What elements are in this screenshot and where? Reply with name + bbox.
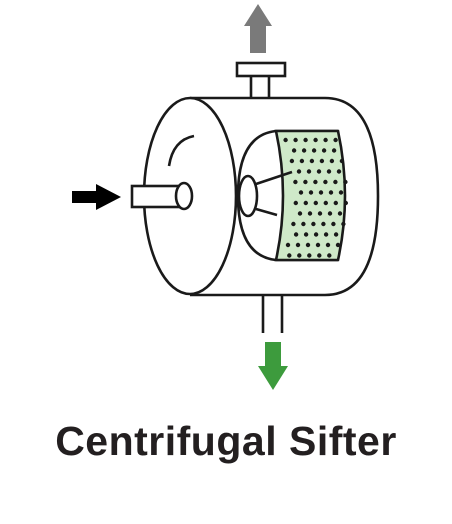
screen-dot <box>283 137 288 143</box>
inlet-pipe <box>130 181 194 211</box>
screen-dot <box>328 190 334 195</box>
screen-dot <box>333 137 338 143</box>
screen-dot <box>333 232 339 237</box>
screen-dot <box>307 211 313 216</box>
top-outlet <box>235 61 287 101</box>
screen-dot <box>323 179 328 185</box>
screen-dot <box>285 242 291 248</box>
screen-dot <box>316 169 322 174</box>
screen-dot <box>301 148 307 153</box>
screen-dot <box>313 179 318 185</box>
screen-dot <box>331 221 336 227</box>
arrow-down-icon <box>258 342 288 390</box>
screen-dot <box>331 148 337 153</box>
screen-dot <box>313 232 319 237</box>
caption-title: Centrifugal Sifter <box>55 418 397 464</box>
screen-dot <box>343 179 348 185</box>
screen-dot <box>301 221 306 227</box>
screen-dot <box>327 211 333 216</box>
screen-dot <box>337 211 343 216</box>
screen-dot <box>323 200 328 206</box>
screen-dot <box>321 148 327 153</box>
screen-dot <box>293 232 299 237</box>
screen-dot <box>317 253 322 258</box>
screen-dot <box>317 211 323 216</box>
centrifugal-sifter-icon <box>72 4 380 390</box>
screen-dot <box>323 232 329 237</box>
screen-dot <box>313 137 318 143</box>
arrow-right-icon <box>72 184 121 210</box>
screen-dot <box>303 200 308 206</box>
screen-dot <box>296 169 302 174</box>
screen-dot <box>289 158 295 164</box>
sifting-screen <box>274 129 348 262</box>
screen-dot <box>293 200 298 206</box>
bottom-outlet <box>261 295 284 333</box>
screen-dot <box>343 200 348 206</box>
screen-dot <box>297 211 303 216</box>
screen-dot <box>339 158 345 164</box>
screen-dot <box>303 137 308 143</box>
screen-dot <box>321 221 326 227</box>
screen-dot <box>311 221 316 227</box>
screen-dot <box>298 190 304 195</box>
screen-dot <box>309 158 315 164</box>
screen-dot <box>333 179 338 185</box>
inner-cavity <box>236 129 293 262</box>
screen-dot <box>313 200 318 206</box>
screen-dot <box>329 158 335 164</box>
screen-dot <box>341 221 346 227</box>
screen-dot <box>335 242 341 248</box>
screen-dot <box>333 200 338 206</box>
screen-dot <box>336 169 342 174</box>
screen-dot <box>327 253 332 258</box>
screen-dot <box>307 253 312 258</box>
screen-dot <box>315 242 321 248</box>
screen-dot <box>305 242 311 248</box>
screen-dot <box>295 242 301 248</box>
screen-dot <box>325 242 331 248</box>
screen-dot <box>293 179 298 185</box>
screen-dot <box>291 221 296 227</box>
screen-dot <box>297 253 302 258</box>
screen-dot <box>291 148 297 153</box>
screen-dot <box>326 169 332 174</box>
screen-dot <box>311 148 317 153</box>
screen-dot <box>287 253 292 258</box>
screen-dot <box>338 190 344 195</box>
screen-dot <box>308 190 314 195</box>
screen-dot <box>299 158 305 164</box>
arrow-up-icon <box>244 4 272 53</box>
screen-dot <box>303 232 309 237</box>
screen-dot <box>323 137 328 143</box>
screen-perforations <box>283 137 348 258</box>
screen-dot <box>319 158 325 164</box>
screen-dot <box>318 190 324 195</box>
screen-dot <box>293 137 298 143</box>
screen-dot <box>306 169 312 174</box>
screen-dot <box>303 179 308 185</box>
